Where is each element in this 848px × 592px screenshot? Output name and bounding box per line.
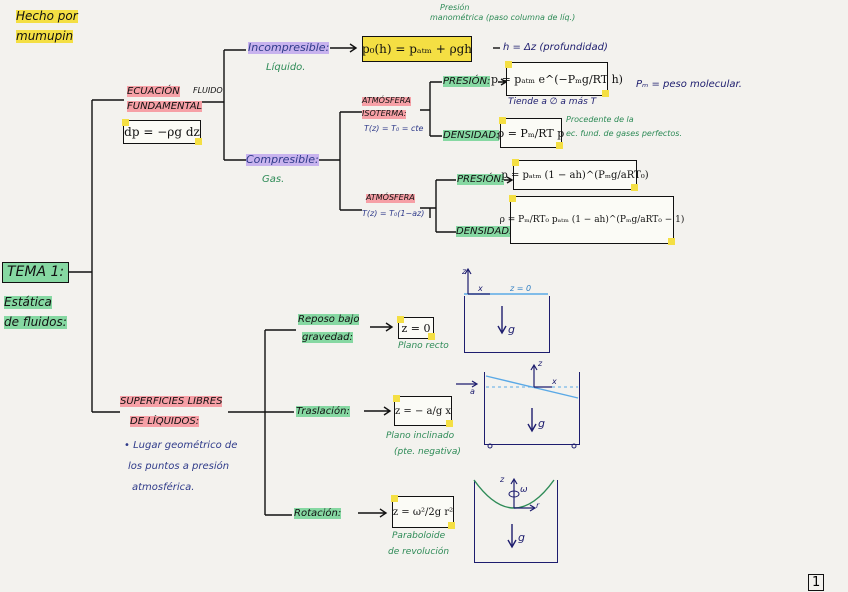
rotation-diagram [473,477,555,549]
rest-result: Plano recto [398,341,449,351]
root-subtitle-2: de fluidos: [4,315,67,330]
rotation-axis-z: z [500,475,505,484]
rotation-equation: z = ω²/2g r² [392,506,454,518]
isothermal-pressure-note: Tiende a ∅ a más T [508,97,597,107]
rest-axis-x: x [478,284,483,293]
linear-atmosphere-label: ATMÓSFERA [366,193,415,203]
free-surface-label-2: DE LÍQUIDOS: [130,416,200,427]
rest-label-2: gravedad: [302,332,353,343]
isothermal-label-2: ISOTERMA: [362,109,407,119]
rest-gravity-label: g [508,323,515,336]
rotation-axis-r: r [536,501,540,510]
translation-label: Traslación: [296,406,350,417]
incompressible-label: Incompresible: [248,41,330,55]
manometric-annotation: manométrica (paso columna de líq.) [430,13,576,22]
molecular-weight-note: Pₘ = peso molecular. [636,79,742,90]
incompressible-equation-box: p₀(h) = pₐₜₘ + ρgh [362,36,472,62]
isothermal-density-box: ρ = Pₘ/RT p [497,117,565,149]
rotation-result-2: de revolución [388,547,450,557]
free-surface-note-1: • Lugar geométrico de [124,440,238,451]
rest-axis-z: z [462,267,467,276]
isothermal-pressure-box: p = pₐₜₘ e^(−Pₘg/RT h) [491,61,623,97]
fundamental-equation-label-2: FUNDAMENTAL [127,101,203,112]
isothermal-label-1: ATMÓSFERA [362,96,411,106]
rotation-label: Rotación: [294,508,342,519]
linear-pressure-box: p = pₐₜₘ (1 − ah)^(Pₘg/aRT₀) [501,159,649,191]
linear-pressure-label: PRESIÓN: [457,174,505,185]
isothermal-density-label: DENSIDAD: [443,130,500,141]
isothermal-pressure-equation: p = pₐₜₘ e^(−Pₘg/RT h) [491,72,623,86]
isothermal-density-equation: ρ = Pₘ/RT p [497,126,565,140]
translation-accel: a [470,387,475,396]
rotation-tank [474,480,558,563]
isothermal-condition: T(z) = T₀ = cte [364,124,424,133]
linear-density-equation: ρ = Pₘ/RT₀ pₐₜₘ (1 − ah)^(Pₘg/aRT₀ − 1) [499,215,685,225]
free-surface-note-2: los puntos a presión [128,461,230,472]
page-number: 1 [808,574,825,591]
rotation-result-1: Paraboloide [392,531,446,541]
linear-density-label: DENSIDAD: [456,226,513,237]
linear-density-box: ρ = Pₘ/RT₀ pₐₜₘ (1 − ah)^(Pₘg/aRT₀ − 1) [500,195,684,245]
translation-equation: z = − a/g x [394,405,452,417]
translation-axis-x: x [552,377,557,386]
rest-surface-label: z = 0 [510,284,532,293]
compressible-label: Compresible: [246,153,319,167]
rest-label-1: Reposo bajo [298,314,360,325]
rotation-gravity: g [518,531,525,544]
rest-equation-box: z = 0 [397,316,435,340]
author-note-line1: Hecho por [16,9,78,24]
author-note-line2: mumupin [16,29,74,44]
rest-diagram [464,267,548,335]
linear-pressure-equation: p = pₐₜₘ (1 − ah)^(Pₘg/aRT₀) [501,169,649,181]
translation-axis-z: z [538,359,543,368]
linear-atmosphere-condition: T(z) = T₀(1−az) [362,209,425,218]
ideal-gas-note-1: Procedente de la [566,115,634,124]
ideal-gas-note-2: ec. fund. de gases perfectos. [566,129,683,138]
fundamental-equation-label-1: ECUACIÓN [127,86,180,97]
root-subtitle-1: Estática [4,295,52,310]
fluid-label: FLUIDO [193,86,223,95]
fundamental-equation: dp = −ρg dz [124,125,200,139]
translation-diagram [456,363,579,449]
free-surface-note-3: atmosférica. [132,482,195,493]
rest-equation: z = 0 [401,321,431,335]
translation-result-1: Plano inclinado [386,431,455,441]
translation-tank [484,372,580,445]
free-surface-label-1: SUPERFICIES LIBRES [120,396,223,407]
fundamental-equation-box: dp = −ρg dz [122,119,202,145]
translation-gravity: g [538,417,545,430]
rotation-equation-box: z = ω²/2g r² [391,495,455,529]
compressible-sub: Gas. [262,174,285,185]
isothermal-pressure-label: PRESIÓN: [443,76,491,87]
rotation-omega: ω [520,485,528,495]
root-title: TEMA 1: [2,262,70,284]
manometric-title: Presión [440,3,470,12]
incompressible-sub: Líquido. [266,62,306,73]
translation-result-2: (pte. negativa) [394,447,461,457]
incompressible-equation: p₀(h) = pₐₜₘ + ρgh [361,42,473,56]
translation-equation-box: z = − a/g x [393,395,453,427]
depth-note: h = Δz (profundidad) [503,42,608,53]
rest-tank [464,296,550,353]
